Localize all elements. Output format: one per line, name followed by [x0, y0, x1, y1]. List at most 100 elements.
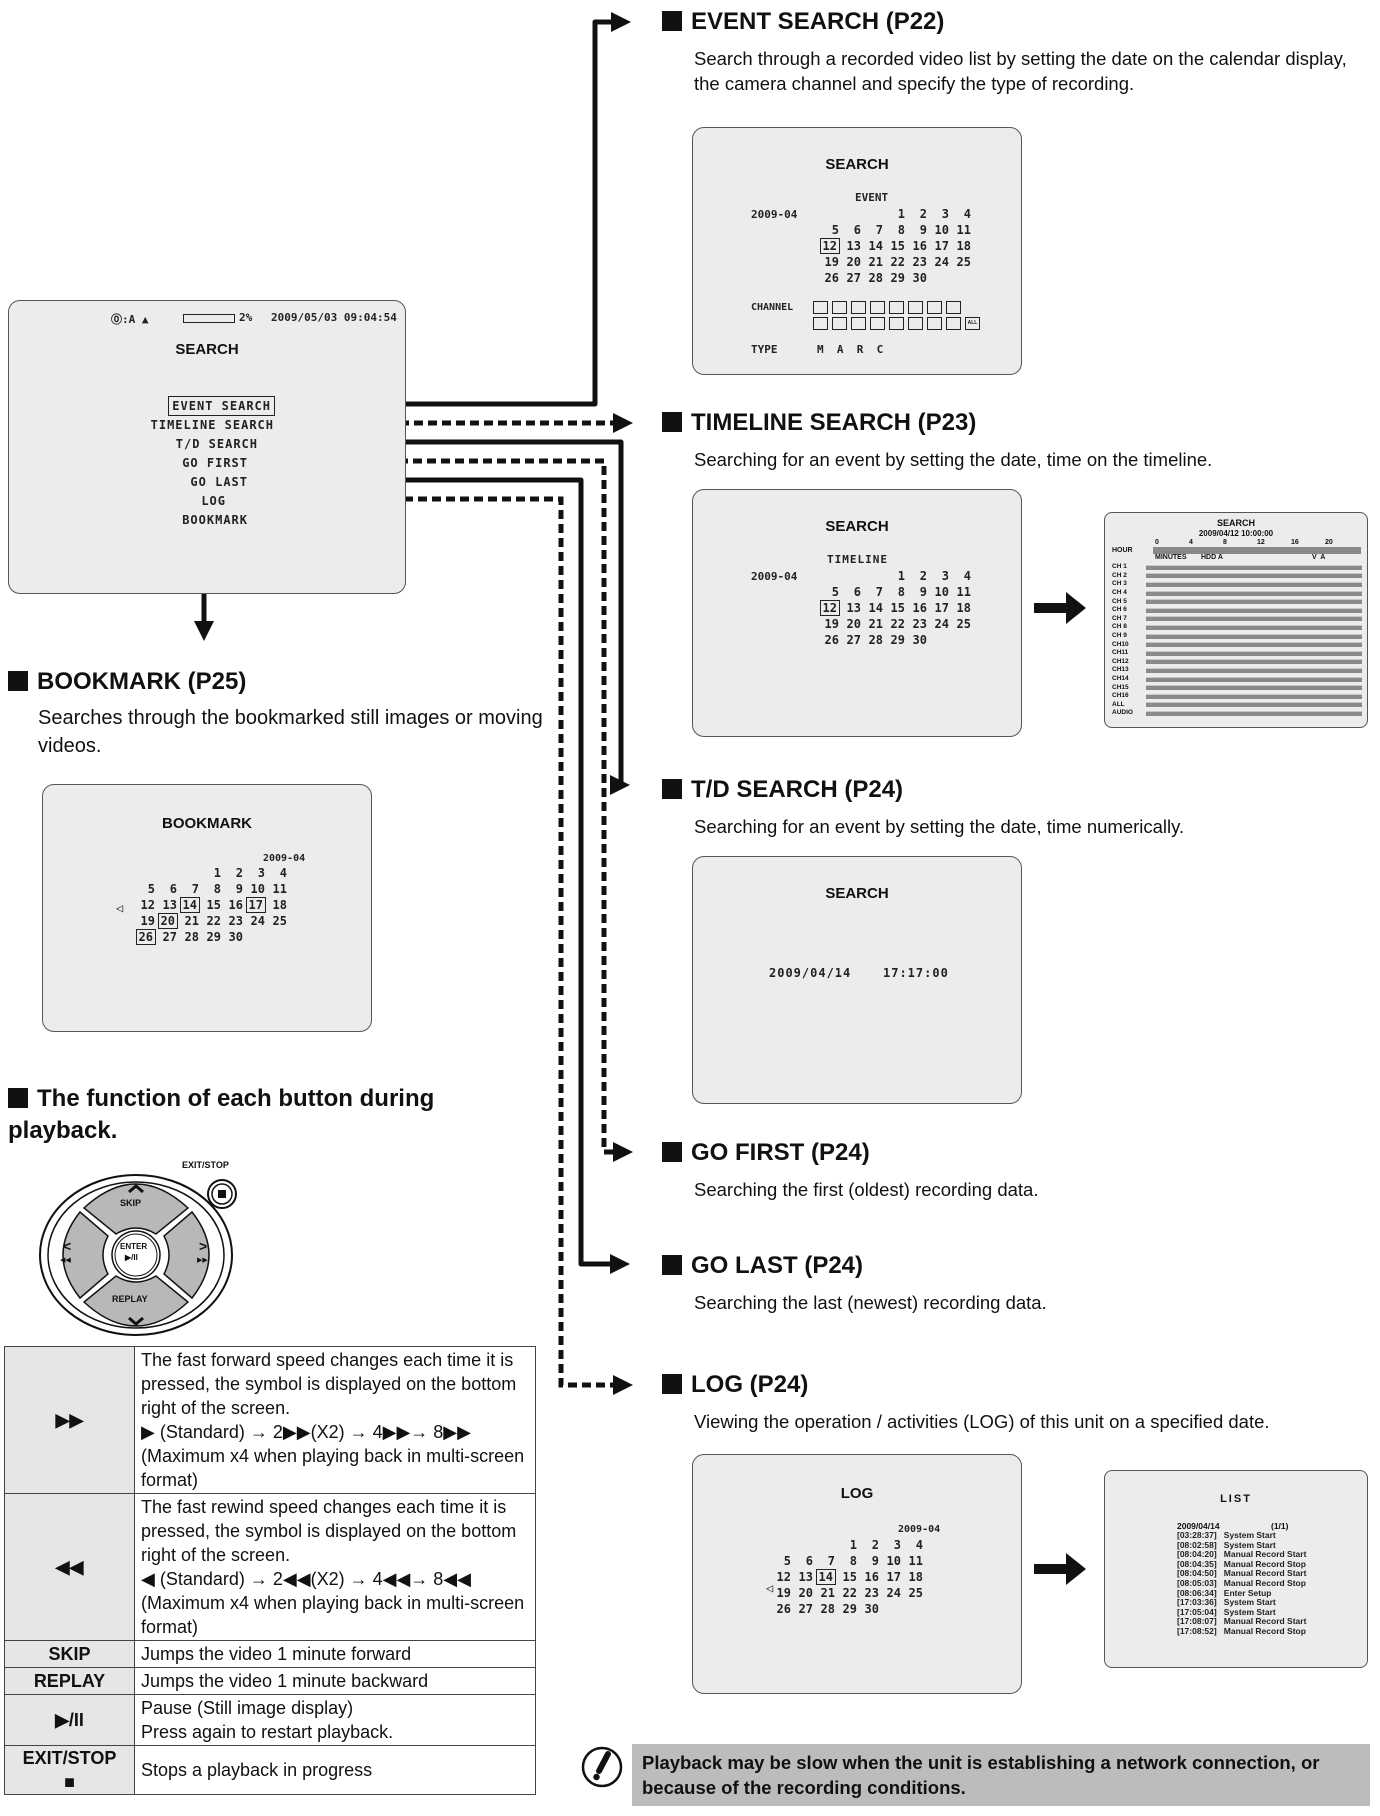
calendar-day[interactable]: 8	[849, 1554, 857, 1568]
calendar-day[interactable]: 14	[868, 601, 883, 615]
calendar-day[interactable]: 26	[824, 633, 839, 647]
calendar-day[interactable]: 7	[191, 882, 199, 896]
timeline-channel-row[interactable]: CH 3	[1112, 580, 1362, 589]
calendar-day[interactable]: 21	[184, 914, 199, 928]
calendar-day[interactable]: 26	[824, 271, 839, 285]
calendar-day[interactable]: 28	[184, 930, 199, 944]
calendar-day[interactable]: 3	[941, 569, 949, 583]
timeline-channel-row[interactable]: CH10	[1112, 640, 1362, 649]
calendar-day[interactable]: 6	[853, 585, 861, 599]
calendar-day[interactable]: 18	[956, 601, 971, 615]
calendar-day[interactable]: 30	[864, 1602, 879, 1616]
channel-checkbox[interactable]: 13	[889, 317, 904, 330]
calendar-day[interactable]: 9	[871, 1554, 879, 1568]
calendar-day[interactable]: 6	[169, 882, 177, 896]
calendar-day[interactable]: 13	[846, 601, 861, 615]
channel-checkbox[interactable]: 6	[908, 301, 923, 314]
calendar-day[interactable]: 1	[897, 207, 905, 221]
calendar-day[interactable]: 16	[912, 239, 927, 253]
calendar-day[interactable]: 26	[135, 929, 157, 945]
calendar-day[interactable]: 7	[875, 585, 883, 599]
calendar-day[interactable]: 4	[963, 207, 971, 221]
menu-item-bookmark[interactable]: BOOKMARK	[182, 513, 248, 527]
calendar-day[interactable]: 22	[206, 914, 221, 928]
calendar-day[interactable]: 7	[875, 223, 883, 237]
calendar-day[interactable]: 25	[956, 255, 971, 269]
menu-item-td-search[interactable]: T/D SEARCH	[175, 437, 258, 451]
calendar-day[interactable]: 4	[279, 866, 287, 880]
calendar-day[interactable]: 21	[868, 617, 883, 631]
channel-checkbox[interactable]: 14	[908, 317, 923, 330]
calendar-day[interactable]: 12	[819, 238, 841, 254]
timeline-channel-row[interactable]: CH 2	[1112, 572, 1362, 581]
calendar-day[interactable]: 1	[213, 866, 221, 880]
calendar-day[interactable]: 5	[147, 882, 155, 896]
channel-checkbox[interactable]: 2	[832, 301, 847, 314]
calendar-day[interactable]: 16	[864, 1570, 879, 1584]
channel-checkbox[interactable]: 4	[870, 301, 885, 314]
calendar-day[interactable]: 27	[846, 633, 861, 647]
calendar-day[interactable]: 29	[890, 271, 905, 285]
timeline-channel-row[interactable]: CH12	[1112, 658, 1362, 667]
calendar-day[interactable]: 20	[157, 913, 179, 929]
calendar-day[interactable]: 19	[824, 617, 839, 631]
timeline-channel-row[interactable]: CH 1	[1112, 563, 1362, 572]
calendar-day[interactable]: 23	[228, 914, 243, 928]
calendar-day[interactable]: 2	[235, 866, 243, 880]
calendar-day[interactable]: 22	[842, 1586, 857, 1600]
calendar-day[interactable]: 8	[213, 882, 221, 896]
calendar-day[interactable]: 24	[934, 617, 949, 631]
channel-checkbox[interactable]: 15	[927, 317, 942, 330]
calendar-day[interactable]: 20	[798, 1586, 813, 1600]
calendar-day[interactable]: 11	[956, 223, 971, 237]
timeline-channel-row[interactable]: CH14	[1112, 675, 1362, 684]
stop-button[interactable]	[207, 1179, 237, 1209]
calendar-day[interactable]: 29	[890, 633, 905, 647]
menu-item-timeline-search[interactable]: TIMELINE SEARCH	[150, 418, 274, 432]
calendar-day[interactable]: 6	[805, 1554, 813, 1568]
timeline-channel-row[interactable]: CH13	[1112, 666, 1362, 675]
calendar-day[interactable]: 14	[179, 897, 201, 913]
menu-item-go-last[interactable]: GO LAST	[190, 475, 248, 489]
channel-checkbox[interactable]: 5	[889, 301, 904, 314]
calendar-day[interactable]: 18	[908, 1570, 923, 1584]
calendar-day[interactable]: 27	[846, 271, 861, 285]
calendar-day[interactable]: 27	[798, 1602, 813, 1616]
td-time-field[interactable]: 17:17:00	[883, 966, 949, 980]
channel-checkbox[interactable]: 16	[946, 317, 961, 330]
type-options[interactable]: M A R C	[817, 343, 884, 356]
calendar-day[interactable]: 12	[819, 600, 841, 616]
calendar-day[interactable]: 30	[912, 271, 927, 285]
calendar-day[interactable]: 30	[912, 633, 927, 647]
timeline-channel-row[interactable]: CH 5	[1112, 597, 1362, 606]
timeline-channel-row[interactable]: CH 9	[1112, 632, 1362, 641]
timeline-channel-row[interactable]: CH15	[1112, 683, 1362, 692]
calendar-day[interactable]: 11	[956, 585, 971, 599]
channel-checkbox[interactable]: 10	[832, 317, 847, 330]
calendar-day[interactable]: 19	[140, 914, 155, 928]
calendar-day[interactable]: 4	[963, 569, 971, 583]
calendar-day[interactable]: 26	[776, 1602, 791, 1616]
timeline-channel-row[interactable]: CH 6	[1112, 606, 1362, 615]
calendar-day[interactable]: 18	[956, 239, 971, 253]
calendar-day[interactable]: 28	[820, 1602, 835, 1616]
calendar-day[interactable]: 6	[853, 223, 861, 237]
calendar-day[interactable]: 10	[886, 1554, 901, 1568]
menu-item-go-first[interactable]: GO FIRST	[182, 456, 248, 470]
calendar-day[interactable]: 10	[934, 585, 949, 599]
calendar-day[interactable]: 9	[919, 585, 927, 599]
skip-button[interactable]	[82, 1183, 190, 1235]
calendar-day[interactable]: 11	[908, 1554, 923, 1568]
channel-checkbox[interactable]: 7	[927, 301, 942, 314]
timeline-channel-row[interactable]: CH 8	[1112, 623, 1362, 632]
calendar-day[interactable]: 18	[272, 898, 287, 912]
calendar-day[interactable]: 2	[919, 207, 927, 221]
calendar-day[interactable]: 3	[257, 866, 265, 880]
calendar-day[interactable]: 27	[162, 930, 177, 944]
menu-item-log[interactable]: LOG	[201, 494, 226, 508]
channel-checkbox[interactable]: 8	[946, 301, 961, 314]
hour-bar[interactable]	[1153, 547, 1361, 554]
calendar-day[interactable]: 21	[820, 1586, 835, 1600]
calendar-day[interactable]: 15	[890, 239, 905, 253]
calendar-day[interactable]: 14	[868, 239, 883, 253]
